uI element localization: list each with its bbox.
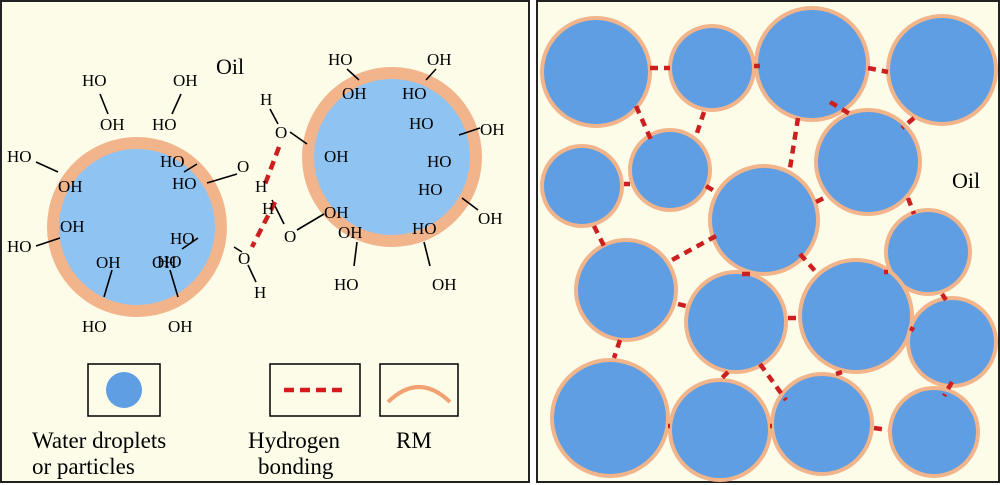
o-label: O — [237, 157, 249, 176]
o-label: O — [284, 227, 296, 246]
legend: Water droplets or particles Hydrogen bon… — [32, 363, 459, 479]
oh-label: HO — [7, 237, 32, 256]
droplet — [668, 378, 772, 482]
oh-label: HO — [412, 219, 437, 238]
o-label: O — [238, 249, 250, 268]
droplet — [754, 6, 870, 122]
droplet — [574, 238, 678, 342]
right-panel: Oil — [536, 0, 1000, 483]
covalent-bonds — [35, 68, 481, 298]
oh-label: OH — [342, 84, 367, 103]
oh-label: HO — [82, 71, 107, 90]
oh-label: HO — [172, 174, 197, 193]
droplet — [540, 144, 624, 228]
legend-rm-box — [379, 363, 459, 417]
oh-label: OH — [100, 115, 125, 134]
droplet — [798, 258, 914, 374]
oh-label: HO — [402, 84, 427, 103]
legend-rm-arc-icon — [386, 385, 452, 404]
oh-label: HO — [157, 252, 182, 271]
oh-label: HO — [328, 50, 353, 69]
oh-label: OH — [173, 71, 198, 90]
oh-label: OH — [427, 50, 452, 69]
h-label: H — [255, 177, 267, 196]
droplet — [684, 270, 788, 374]
oh-label: OH — [60, 217, 85, 236]
oh-label: HO — [82, 317, 107, 336]
o-label: O — [275, 123, 287, 142]
droplet — [888, 386, 980, 478]
droplet — [886, 14, 998, 126]
legend-water-label-line2: or particles — [32, 454, 135, 479]
hydroxyl-labels: HO OH OH HO HO OH HO HO HO OH HO HO OH H… — [7, 50, 505, 336]
h-label: H — [262, 199, 274, 218]
droplet — [708, 164, 820, 276]
oh-label: OH — [58, 177, 83, 196]
oh-label: OH — [338, 223, 363, 242]
oil-label: Oil — [216, 54, 244, 79]
droplet-network — [540, 6, 998, 482]
oh-label: OH — [152, 253, 177, 272]
oh-label: OH — [168, 317, 193, 336]
droplet — [550, 358, 670, 478]
right-particle-core — [314, 79, 470, 235]
legend-hbond-box — [269, 363, 361, 417]
h-label: H — [260, 90, 272, 109]
oil-label: Oil — [952, 168, 980, 193]
droplet — [770, 372, 874, 476]
left-particle-core — [59, 149, 215, 305]
oh-label: HO — [7, 147, 32, 166]
droplet — [668, 24, 756, 112]
oh-label: OH — [432, 275, 457, 294]
droplet — [540, 16, 652, 128]
oh-label: OH — [324, 147, 349, 166]
right-diagram: Oil — [540, 6, 998, 482]
oh-label: HO — [427, 152, 452, 171]
legend-hbond-label-line2: bonding — [258, 454, 334, 479]
hydrogen-bonds-between-particles — [249, 146, 282, 249]
legend-hbond-label-line1: Hydrogen — [248, 428, 340, 453]
h-label: H — [254, 283, 266, 302]
oh-label: HO — [152, 115, 177, 134]
droplet — [884, 208, 972, 296]
oh-label: HO — [160, 152, 185, 171]
legend-water-droplet-icon — [106, 372, 142, 408]
oh-label: OH — [478, 209, 503, 228]
droplet — [814, 108, 922, 216]
oh-label: OH — [96, 253, 121, 272]
left-panel: HO OH OH HO HO OH HO HO HO OH HO HO OH H… — [0, 0, 530, 483]
droplet — [906, 296, 998, 388]
oh-label: HO — [170, 229, 195, 248]
hydrogen-bonds-network — [591, 63, 954, 433]
oh-label: HO — [418, 180, 443, 199]
oh-label: OH — [324, 203, 349, 222]
oh-label: HO — [334, 275, 359, 294]
left-diagram: HO OH OH HO HO OH HO HO HO OH HO HO OH H… — [7, 50, 505, 479]
legend-rm-label: RM — [396, 428, 432, 453]
oh-label: OH — [480, 120, 505, 139]
legend-water-label-line1: Water droplets — [32, 428, 166, 453]
droplet — [628, 128, 712, 212]
oh-label: HO — [409, 114, 434, 133]
